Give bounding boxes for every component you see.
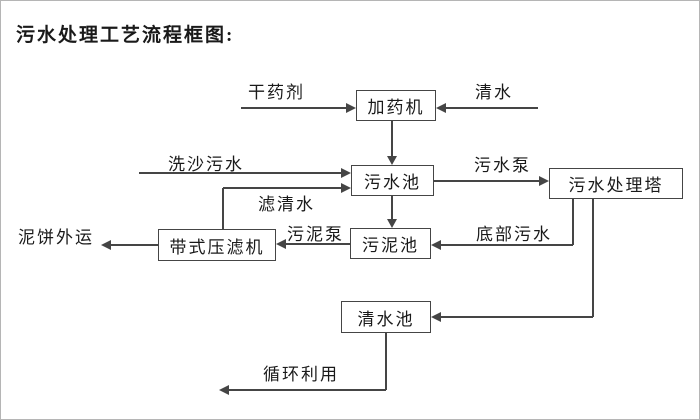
line-filtered-water-vertical <box>222 188 224 229</box>
node-sewage-pool: 污水池 <box>351 165 434 196</box>
line-dosing-to-sewage <box>391 121 393 157</box>
arrow-down-icon <box>387 219 397 228</box>
node-clean-water-pool: 清水池 <box>341 301 431 333</box>
line-recycle-horizontal <box>229 389 386 391</box>
flow-label-sludge-pump: 污泥泵 <box>287 225 344 244</box>
flow-label-clean-water: 清水 <box>475 83 513 102</box>
line-filtered-water-horizontal <box>223 187 342 189</box>
flow-label-sand-wash-sewage: 洗沙污水 <box>168 155 244 174</box>
line-tower-to-clean-vertical <box>592 199 594 317</box>
arrow-right-icon <box>341 183 351 193</box>
flow-label-sewage-pump: 污水泵 <box>474 156 531 175</box>
line-sludge-pump <box>286 243 350 245</box>
node-sludge-pool: 污泥池 <box>350 228 431 259</box>
line-clean-water <box>446 107 538 109</box>
flow-label-mud-cake-out: 泥饼外运 <box>18 228 94 247</box>
line-mud-cake-out <box>111 244 158 246</box>
line-sewage-pump <box>434 180 540 182</box>
line-dry-agent <box>241 107 346 109</box>
arrow-left-icon <box>436 103 446 113</box>
arrow-right-icon <box>341 168 351 178</box>
line-sewage-to-sludge <box>391 196 393 220</box>
line-sand-wash-sewage <box>139 172 342 174</box>
line-recycle-vertical <box>385 333 387 390</box>
flow-label-dry-agent: 干药剂 <box>248 83 305 102</box>
node-dosing-machine: 加药机 <box>356 90 436 121</box>
flow-label-filtered-water: 滤清水 <box>258 195 315 214</box>
arrow-left-icon <box>431 312 441 322</box>
arrow-down-icon <box>387 156 397 165</box>
arrow-left-icon <box>276 239 286 249</box>
node-treatment-tower: 污水处理塔 <box>549 168 683 199</box>
line-bottom-sewage-horizontal <box>441 244 573 246</box>
arrow-left-icon <box>219 385 229 395</box>
arrow-right-icon <box>346 103 356 113</box>
node-belt-filter-press: 带式压滤机 <box>158 229 276 261</box>
arrow-right-icon <box>539 176 549 186</box>
page-title: 污水处理工艺流程框图: <box>16 25 235 46</box>
flow-label-recycle: 循环利用 <box>263 365 339 384</box>
arrow-left-icon <box>431 240 441 250</box>
line-bottom-sewage-vertical <box>572 199 574 245</box>
arrow-left-icon <box>101 240 111 250</box>
line-tower-to-clean-horizontal <box>441 316 593 318</box>
flow-label-bottom-sewage: 底部污水 <box>476 225 552 244</box>
